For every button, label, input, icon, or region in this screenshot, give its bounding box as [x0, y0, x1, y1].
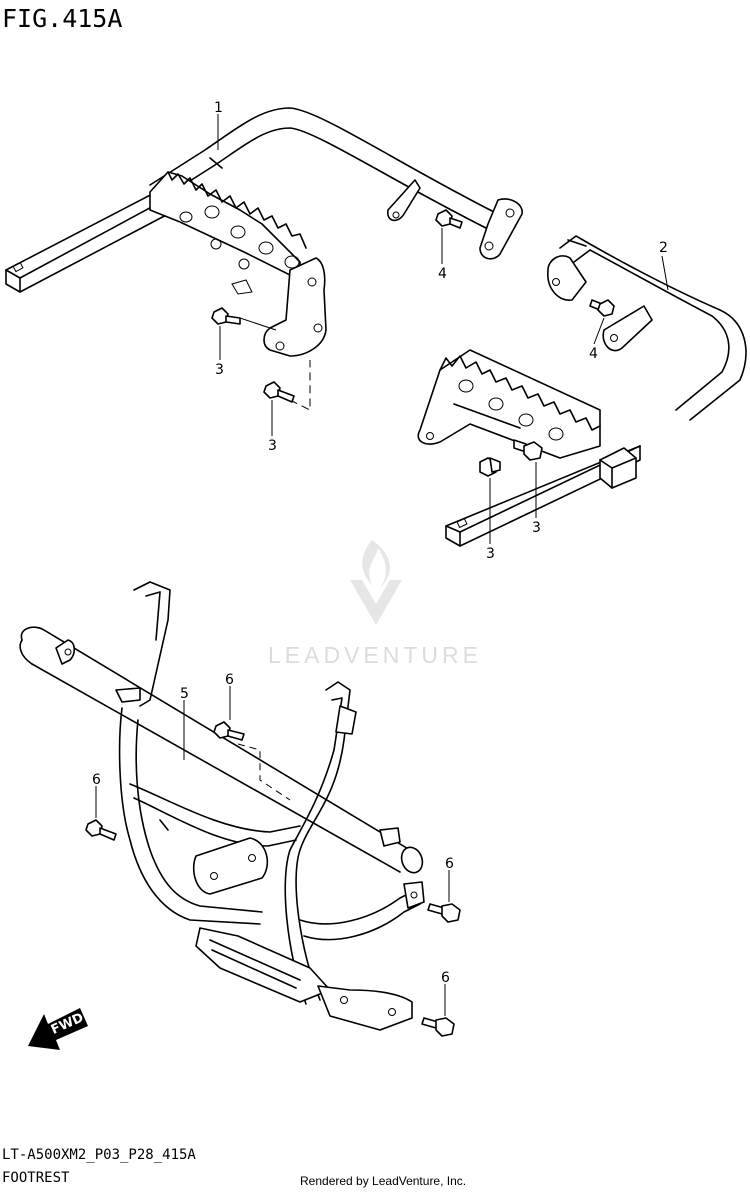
- bolt-3c-icon: [479, 457, 501, 477]
- callout-5: 5: [180, 686, 189, 702]
- watermark-logo: LEADVENTURE: [268, 540, 482, 668]
- callout-3d: 3: [532, 520, 541, 536]
- rendered-by-credit: Rendered by LeadVenture, Inc.: [300, 1174, 467, 1188]
- bolt-3a-icon: [211, 307, 241, 325]
- callout-6d: 6: [441, 970, 450, 986]
- part-5-front-guard: [19, 581, 425, 1031]
- bolt-4b-icon: [589, 299, 615, 317]
- bolt-6c-icon: [427, 903, 461, 923]
- callout-3b: 3: [268, 438, 277, 454]
- callout-3c: 3: [486, 546, 495, 562]
- bolt-6b-icon: [85, 819, 117, 841]
- callout-2: 2: [659, 240, 668, 256]
- callout-1: 1: [214, 100, 223, 116]
- drawing-name: FOOTREST: [2, 1170, 70, 1186]
- callout-6c: 6: [445, 856, 454, 872]
- bolt-6a-icon: [213, 721, 245, 741]
- callout-numbers: 1 2 3 3 3 3 4 4 5 6 6 6 6: [92, 100, 668, 986]
- bolts: [85, 209, 615, 1037]
- drawing-code: LT-A500XM2_P03_P28_415A: [2, 1147, 196, 1163]
- callout-4a: 4: [438, 266, 447, 282]
- bolt-3d-icon: [513, 439, 543, 461]
- callout-leaders: [95, 114, 669, 1016]
- bolt-6d-icon: [421, 1017, 455, 1037]
- figure-title: FIG.415A: [2, 4, 123, 33]
- callout-6a: 6: [225, 672, 234, 688]
- part-2-right-footrest: [417, 235, 747, 547]
- bolt-4a-icon: [435, 209, 463, 229]
- part-1-left-footrest: [5, 107, 523, 411]
- watermark-text: LEADVENTURE: [268, 642, 482, 668]
- callout-3a: 3: [215, 362, 224, 378]
- bolt-3b-icon: [263, 381, 295, 403]
- callout-4b: 4: [589, 346, 598, 362]
- fwd-arrow-icon: FWD: [28, 1008, 88, 1050]
- callout-6b: 6: [92, 772, 101, 788]
